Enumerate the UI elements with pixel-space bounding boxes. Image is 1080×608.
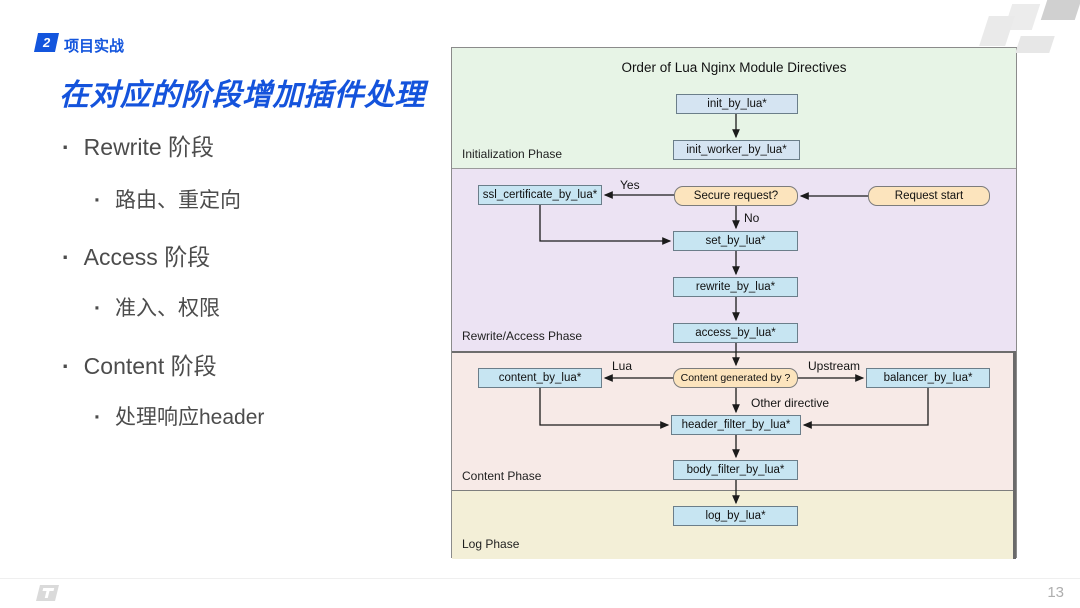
node-init-by-lua: init_by_lua* xyxy=(676,94,798,114)
bullet-access-phase: Access 阶段 xyxy=(62,238,211,272)
node-rewrite-by-lua: rewrite_by_lua* xyxy=(673,277,798,297)
edge-label-yes: Yes xyxy=(620,178,640,192)
node-ssl-certificate-by-lua: ssl_certificate_by_lua* xyxy=(478,185,602,205)
phase-label-content: Content Phase xyxy=(462,469,542,483)
corner-logo-shape xyxy=(979,16,1015,46)
slide-title: 在对应的阶段增加插件处理 xyxy=(59,79,425,112)
section-number: 2 xyxy=(42,35,51,50)
node-content-by-lua: content_by_lua* xyxy=(478,368,602,388)
footer-brand-icon xyxy=(36,585,59,601)
corner-brand-logo xyxy=(979,0,1080,56)
node-set-by-lua: set_by_lua* xyxy=(673,231,798,251)
footer-divider xyxy=(0,578,1080,579)
node-body-filter-by-lua: body_filter_by_lua* xyxy=(673,460,798,480)
node-header-filter-by-lua: header_filter_by_lua* xyxy=(671,415,801,435)
lua-nginx-directives-diagram: Order of Lua Nginx Module Directives Ini… xyxy=(451,47,1017,559)
edge-label-other-directive: Other directive xyxy=(751,396,830,410)
node-request-start: Request start xyxy=(868,186,990,206)
edge-label-upstream: Upstream xyxy=(808,359,861,373)
phase-label-rewrite-access: Rewrite/Access Phase xyxy=(462,329,583,343)
bullet-access-detail: 准入、权限 xyxy=(94,292,220,322)
node-init-worker-by-lua: init_worker_by_lua* xyxy=(673,140,800,160)
corner-logo-shape xyxy=(1015,36,1055,53)
bullet-content-phase: Content 阶段 xyxy=(62,347,217,381)
node-secure-request-decision: Secure request? xyxy=(674,186,798,206)
section-number-badge: 2 xyxy=(33,33,60,52)
edge-label-no: No xyxy=(744,211,760,225)
phase-label-log: Log Phase xyxy=(462,537,520,551)
edge-label-lua: Lua xyxy=(612,359,633,373)
node-access-by-lua: access_by_lua* xyxy=(673,323,798,343)
node-content-generated-decision: Content generated by ? xyxy=(673,368,798,388)
node-balancer-by-lua: balancer_by_lua* xyxy=(866,368,990,388)
corner-logo-shape xyxy=(1040,0,1080,20)
bullet-content-detail: 处理响应header xyxy=(94,401,264,431)
node-log-by-lua: log_by_lua* xyxy=(673,506,798,526)
bullet-rewrite-detail: 路由、重定向 xyxy=(94,184,241,214)
diagram-right-edge xyxy=(1013,351,1016,559)
page-number: 13 xyxy=(1047,584,1064,601)
section-label: 项目实战 xyxy=(64,38,125,55)
phase-label-initialization: Initialization Phase xyxy=(462,147,563,161)
bullet-rewrite-phase: Rewrite 阶段 xyxy=(62,128,214,162)
diagram-title: Order of Lua Nginx Module Directives xyxy=(621,60,847,75)
